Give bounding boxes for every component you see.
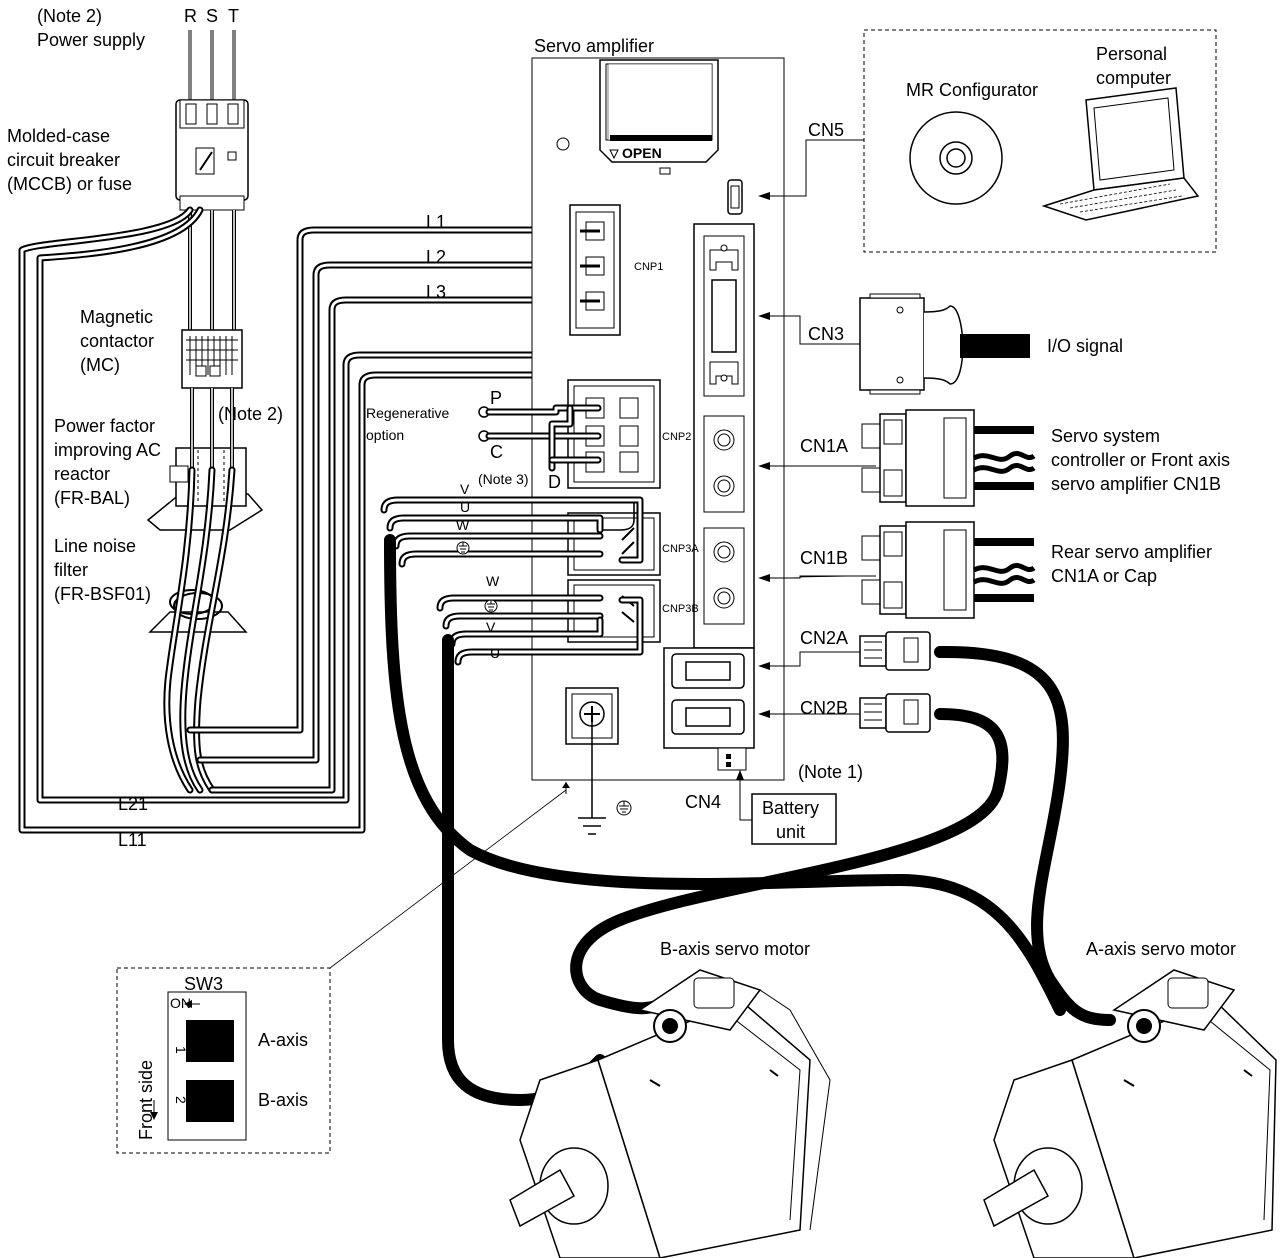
sw3-a-axis-label: A-axis xyxy=(258,1030,308,1050)
amplifier-title: Servo amplifier xyxy=(534,36,654,56)
sw3-front-side-label: Front side xyxy=(136,1060,156,1140)
cn1b-label: CN1B xyxy=(800,548,848,568)
wire-l3-label: L3 xyxy=(426,282,446,302)
wire-l1-label: L1 xyxy=(426,212,446,232)
mc-label-3: (MC) xyxy=(80,355,120,375)
mc-label-2: contactor xyxy=(80,331,154,351)
power-supply: (Note 2) Power supply R S T xyxy=(37,6,239,110)
cn5-label: CN5 xyxy=(808,120,844,140)
mccb-label-2: circuit breaker xyxy=(7,150,120,170)
regen-label-1: Regenerative xyxy=(366,405,449,421)
sw3-switch xyxy=(116,789,567,1154)
phase-t-label: T xyxy=(228,6,239,26)
battery-label-1: Battery xyxy=(762,798,819,818)
cnp2-label: CNP2 xyxy=(662,431,691,443)
a-axis-motor-label: A-axis servo motor xyxy=(1086,939,1236,959)
wire-a-w-label: W xyxy=(456,517,470,533)
wire-l21-label: L21 xyxy=(118,794,148,814)
cn1b-target-label-1: Rear servo amplifier xyxy=(1051,542,1212,562)
cn1a-connector xyxy=(758,409,1036,507)
cn1a-target-label-3: servo amplifier CN1B xyxy=(1051,474,1221,494)
regen-label-2: option xyxy=(366,427,404,443)
mccb-label-3: (MCCB) or fuse xyxy=(7,174,132,194)
wire-b-u-label: U xyxy=(490,645,500,661)
mc-label-1: Magnetic xyxy=(80,307,153,327)
cnp3a-label: CNP3A xyxy=(662,543,699,555)
ground-terminal xyxy=(562,714,632,835)
filter-label-2: filter xyxy=(54,560,88,580)
power-wires xyxy=(18,206,668,834)
wire-l2-label: L2 xyxy=(426,247,446,267)
cn1a-target-label-1: Servo system xyxy=(1051,426,1160,446)
ground-symbol-b xyxy=(484,599,498,613)
reactor-label-4: (FR-BAL) xyxy=(54,488,130,508)
motor-power-wires-a xyxy=(380,496,1066,1016)
magnetic-contactor xyxy=(181,329,243,389)
cn4-label: CN4 xyxy=(685,792,721,812)
sw3-title: SW3 xyxy=(184,974,223,994)
cnp1-label: CNP1 xyxy=(634,261,663,273)
cn2b-connector xyxy=(570,693,1009,1015)
power-supply-label: Power supply xyxy=(37,30,145,50)
b-axis-servo-motor xyxy=(509,969,831,1258)
sw3-on-label: ON xyxy=(170,995,191,1011)
battery-unit xyxy=(736,770,837,845)
wire-a-v-label: V xyxy=(460,481,470,497)
cn3-label: CN3 xyxy=(808,324,844,344)
cn2b-label: CN2B xyxy=(800,698,848,718)
wire-b-w-label: W xyxy=(486,573,500,589)
mr-configurator-box xyxy=(758,29,1217,253)
wire-b-v-label: V xyxy=(486,619,496,635)
ground-symbol-a xyxy=(456,541,470,555)
sw3-pos1-label: 1 xyxy=(173,1046,189,1054)
filter-label-1: Line noise xyxy=(54,536,136,556)
io-signal-label: I/O signal xyxy=(1047,336,1123,356)
note3-label: (Note 3) xyxy=(478,471,529,487)
regen-c-label: C xyxy=(490,442,503,462)
sw3-pos2-label: 2 xyxy=(173,1096,189,1104)
battery-label-2: unit xyxy=(776,822,805,842)
pc-label-2: computer xyxy=(1096,68,1171,88)
phase-s-label: S xyxy=(206,6,218,26)
note1-label: (Note 1) xyxy=(798,762,863,782)
cn3-io-cable xyxy=(758,293,1030,395)
wire-l11-label: L11 xyxy=(118,830,147,850)
regen-d-label: D xyxy=(548,472,561,492)
cnp3b-label: CNP3B xyxy=(662,603,699,615)
mccb-label-1: Molded-case xyxy=(7,126,110,146)
cn2a-connector xyxy=(758,631,1116,1026)
b-axis-motor-label: B-axis servo motor xyxy=(660,939,810,959)
note2-top-label: (Note 2) xyxy=(37,6,102,26)
cn1b-target-label-2: CN1A or Cap xyxy=(1051,566,1157,586)
reactor-label-3: reactor xyxy=(54,464,110,484)
cn1a-target-label-2: controller or Front axis xyxy=(1051,450,1230,470)
mccb xyxy=(175,99,249,211)
a-axis-servo-motor xyxy=(983,969,1277,1258)
note2-mc-label: (Note 2) xyxy=(218,404,283,424)
cn1b-connector xyxy=(758,521,1036,619)
cn2a-label: CN2A xyxy=(800,628,848,648)
filter-label-3: (FR-BSF01) xyxy=(54,584,151,604)
sw3-b-axis-label: B-axis xyxy=(258,1090,308,1110)
regenerative-option xyxy=(478,404,602,472)
wire-a-u-label: U xyxy=(460,499,470,515)
reactor-label-1: Power factor xyxy=(54,416,155,436)
phase-r-label: R xyxy=(184,6,197,26)
reactor-label-2: improving AC xyxy=(54,440,161,460)
mr-configurator-label: MR Configurator xyxy=(906,80,1038,100)
cn1a-label: CN1A xyxy=(800,436,848,456)
servo-amplifier xyxy=(531,57,785,781)
open-cover-label: OPEN xyxy=(622,145,662,161)
pc-label-1: Personal xyxy=(1096,44,1167,64)
regen-p-label: P xyxy=(490,388,502,408)
